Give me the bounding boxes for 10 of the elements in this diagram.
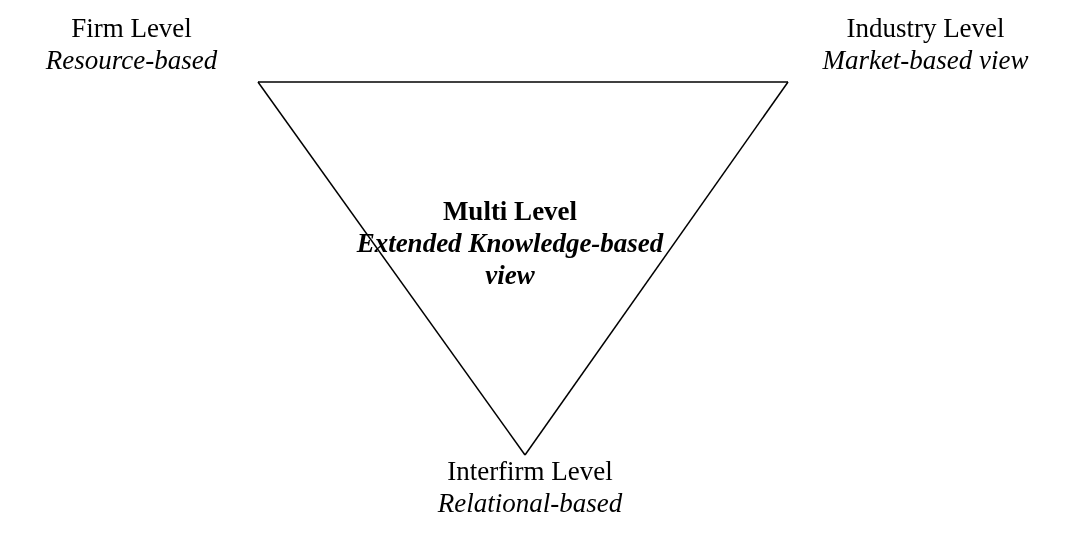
view-subtitle: Market-based view <box>821 44 1030 76</box>
view-subtitle: Relational-based <box>436 487 624 519</box>
triangle-side <box>257 81 526 456</box>
level-title: Industry Level <box>845 12 1006 44</box>
view-subtitle: Resource-based <box>44 44 219 76</box>
triangle-side <box>257 81 789 83</box>
level-title: Interfirm Level <box>446 455 614 487</box>
triangle-side <box>524 81 789 456</box>
level-title: Multi Level <box>441 195 579 227</box>
level-title: Firm Level <box>70 12 193 44</box>
